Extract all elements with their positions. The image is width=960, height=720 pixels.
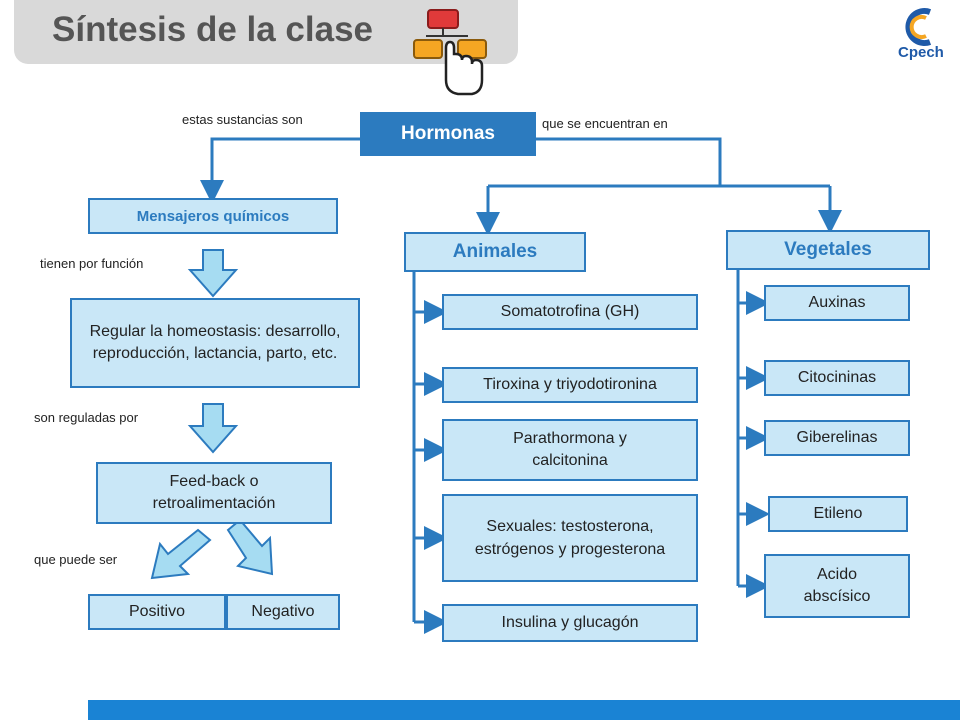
animales-node: Animales bbox=[404, 232, 586, 272]
puede-label: que puede ser bbox=[34, 552, 118, 567]
feedback-node: Feed-back o retroalimentación bbox=[96, 462, 332, 524]
negativo-node: Negativo bbox=[226, 594, 340, 630]
animales-item-1: Somatotrofina (GH) bbox=[442, 294, 698, 330]
vegetales-item-1: Auxinas bbox=[764, 285, 910, 321]
mensajeros-node: Mensajeros químicos bbox=[88, 198, 338, 234]
hormonas-node: Hormonas bbox=[360, 112, 536, 156]
regular-node: Regular la homeostasis: desarrollo, repr… bbox=[70, 298, 360, 388]
right-connector-label: que se encuentran en bbox=[542, 116, 668, 131]
vegetales-item-5: Acido abscísico bbox=[764, 554, 910, 618]
logo-text: Cpech bbox=[898, 44, 944, 61]
animales-item-4: Sexuales: testosterona, estrógenos y pro… bbox=[442, 494, 698, 582]
vegetales-item-3: Giberelinas bbox=[764, 420, 910, 456]
flowchart-hand-icon bbox=[413, 9, 487, 96]
footer-bar bbox=[88, 700, 960, 720]
reguladas-label: son reguladas por bbox=[34, 410, 139, 425]
funcion-label: tienen por función bbox=[40, 256, 144, 271]
page-title: Síntesis de la clase bbox=[52, 10, 374, 49]
animales-item-2: Tiroxina y triyodotironina bbox=[442, 367, 698, 403]
vegetales-item-4: Etileno bbox=[768, 496, 908, 532]
left-connector-label: estas sustancias son bbox=[182, 112, 303, 127]
animales-item-5: Insulina y glucagón bbox=[442, 604, 698, 642]
cpech-logo-icon bbox=[905, 8, 932, 46]
positivo-node: Positivo bbox=[88, 594, 226, 630]
animales-item-3: Parathormona y calcitonina bbox=[442, 419, 698, 481]
vegetales-item-2: Citocininas bbox=[764, 360, 910, 396]
vegetales-node: Vegetales bbox=[726, 230, 930, 270]
